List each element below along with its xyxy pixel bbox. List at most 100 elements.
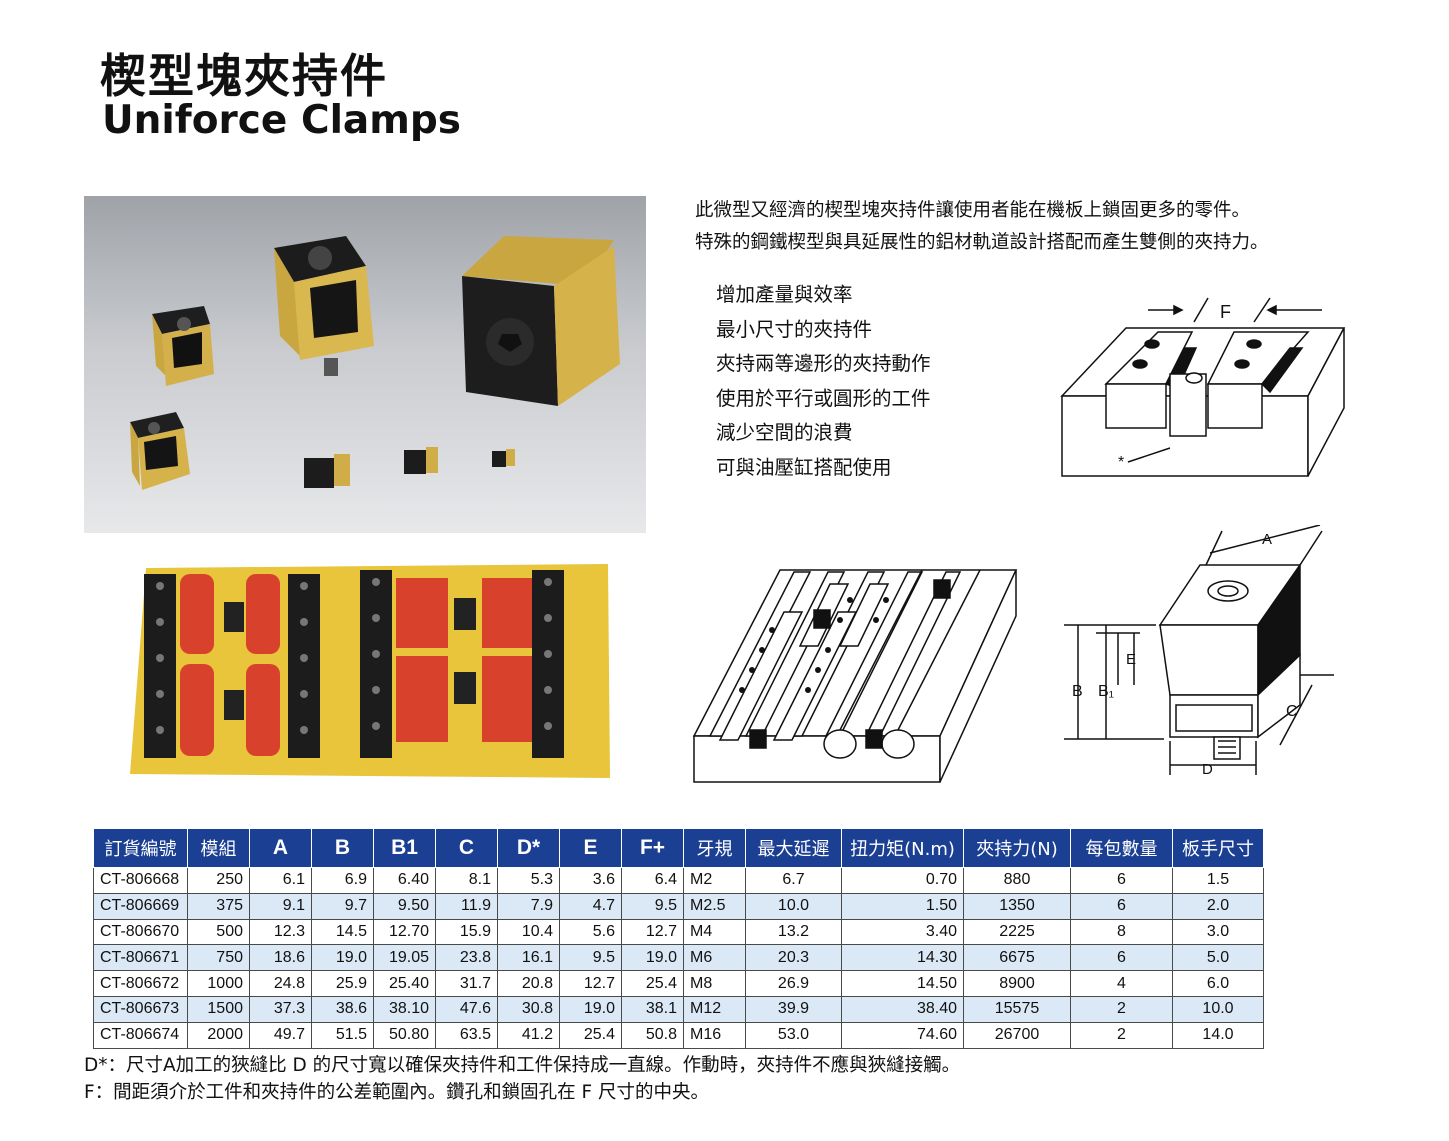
page-title-zh: 楔型塊夾持件: [100, 49, 388, 103]
table-cell: CT-806673: [93, 995, 188, 1023]
table-cell: 12.70: [373, 918, 436, 946]
table-cell: 39.9: [745, 995, 842, 1023]
table-cell: 19.05: [373, 944, 436, 972]
table-cell: M12: [683, 995, 746, 1023]
feature-item: 使用於平行或圓形的工件: [716, 386, 931, 410]
table-cell: 38.1: [621, 995, 684, 1023]
feature-item: 夾持兩等邊形的夾持動作: [716, 352, 931, 375]
feature-item: 增加產量與效率: [716, 283, 853, 306]
table-cell: 18.6: [249, 944, 312, 972]
table-cell: 5.0: [1172, 944, 1264, 972]
table-cell: 49.7: [249, 1021, 312, 1049]
table-cell: CT-806674: [93, 1021, 188, 1049]
table-cell: M16: [683, 1021, 746, 1049]
table-cell: 51.5: [311, 1021, 374, 1049]
table-cell: 14.50: [841, 970, 964, 997]
f-spacing-diagram: F *: [1058, 292, 1348, 482]
table-cell: 20.8: [497, 970, 560, 997]
table-cell: 25.4: [621, 970, 684, 997]
table-cell: 31.7: [435, 970, 498, 997]
table-cell: 9.1: [249, 892, 312, 920]
table-cell: 7.9: [497, 892, 560, 920]
header-pack-qty: 每包數量: [1070, 828, 1173, 868]
dimension-label-b1: B₁: [1098, 683, 1115, 700]
table-cell: 50.80: [373, 1021, 436, 1049]
table-cell: 250: [187, 867, 250, 894]
header-b: B: [311, 828, 374, 868]
fixture-plate-photo: [130, 560, 610, 780]
table-cell: 25.4: [559, 1021, 622, 1049]
table-cell: 3.0: [1172, 918, 1264, 946]
table-cell: 1000: [187, 970, 250, 997]
table-cell: 6.0: [1172, 970, 1264, 997]
table-cell: 8: [1070, 918, 1173, 946]
table-cell: M8: [683, 970, 746, 997]
dimension-label-e: E: [1126, 651, 1137, 668]
table-cell: 2225: [963, 918, 1071, 946]
header-b1: B1: [373, 828, 436, 868]
table-cell: 3.6: [559, 867, 622, 894]
product-description: 此微型又經濟的楔型塊夾持件讓使用者能在機板上鎖固更多的零件。 特殊的鋼鐵楔型與具…: [695, 195, 1395, 259]
table-cell: 30.8: [497, 995, 560, 1023]
table-cell: 15.9: [435, 918, 498, 946]
table-cell: 2000: [187, 1021, 250, 1049]
description-line-1: 此微型又經濟的楔型塊夾持件讓使用者能在機板上鎖固更多的零件。: [695, 200, 1251, 221]
table-cell: 4.7: [559, 892, 622, 920]
header-thread: 牙規: [683, 828, 746, 868]
header-order-no: 訂貨編號: [93, 828, 188, 868]
spec-table: 訂貨編號 模組 A B B1 C D* E F+ 牙規 最大延遲 扭力矩(N.m…: [93, 828, 1264, 1049]
table-cell: 6.4: [621, 867, 684, 894]
table-cell: 12.7: [621, 918, 684, 946]
header-e: E: [559, 828, 622, 868]
table-cell: 26.9: [745, 970, 842, 997]
table-cell: 9.7: [311, 892, 374, 920]
table-cell: 8.1: [435, 867, 498, 894]
clamp-small: [130, 412, 190, 490]
description-line-2: 特殊的鋼鐵楔型與具延展性的鋁材軌道設計搭配而產生雙側的夾持力。: [695, 232, 1269, 253]
table-cell: 9.5: [621, 892, 684, 920]
header-a: A: [249, 828, 312, 868]
table-cell: 6675: [963, 944, 1071, 972]
dimension-label-d: D: [1202, 761, 1213, 778]
table-cell: 15575: [963, 995, 1071, 1023]
table-cell: 6: [1070, 867, 1173, 894]
table-cell: 74.60: [841, 1021, 964, 1049]
table-cell: 6.9: [311, 867, 374, 894]
fixture-table-diagram: [690, 550, 1020, 785]
table-cell: CT-806671: [93, 944, 188, 972]
table-cell: 11.9: [435, 892, 498, 920]
table-cell: M2: [683, 867, 746, 894]
table-cell: 16.1: [497, 944, 560, 972]
table-cell: 13.2: [745, 918, 842, 946]
feature-item: 可與油壓缸搭配使用: [716, 455, 892, 479]
table-cell: 880: [963, 867, 1071, 894]
table-cell: 26700: [963, 1021, 1071, 1049]
clamp-mini-3: [492, 449, 515, 467]
table-cell: 23.8: [435, 944, 498, 972]
table-cell: 14.0: [1172, 1021, 1264, 1049]
table-cell: 37.3: [249, 995, 312, 1023]
table-cell: 2.0: [1172, 892, 1264, 920]
table-cell: 3.40: [841, 918, 964, 946]
header-wrench-size: 板手尺寸: [1172, 828, 1264, 868]
header-torque: 扭力矩(N.m): [841, 828, 964, 868]
table-cell: CT-806668: [93, 867, 188, 894]
table-cell: 4: [1070, 970, 1173, 997]
feature-item: 最小尺寸的夾持件: [716, 317, 873, 341]
table-cell: 500: [187, 918, 250, 946]
table-cell: 1500: [187, 995, 250, 1023]
table-cell: 10.0: [1172, 995, 1264, 1023]
dimension-label-f: F: [1220, 302, 1231, 322]
table-cell: 1.50: [841, 892, 964, 920]
clamp-xlarge: [462, 236, 620, 406]
table-cell: 6: [1070, 944, 1173, 972]
dimension-label-a: A: [1262, 531, 1273, 548]
